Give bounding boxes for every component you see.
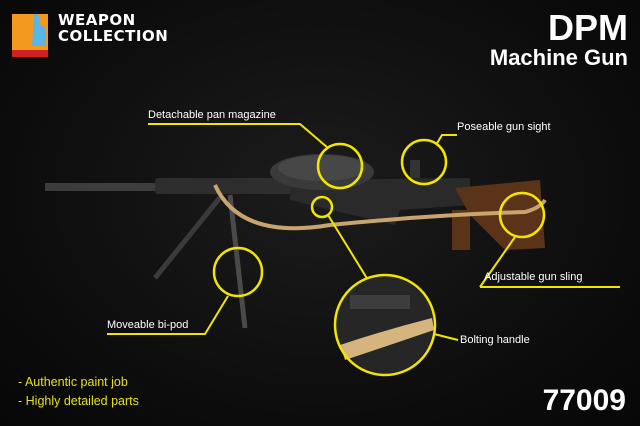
logo-line1: WEAPON [58, 11, 136, 29]
label-gun-sight: Poseable gun sight [457, 121, 551, 133]
feature-item: - Highly detailed parts [18, 394, 139, 408]
callout-circle-small [310, 195, 334, 219]
action-figure-logo [12, 14, 48, 57]
callout-circle-sight [400, 138, 448, 186]
callout-lines [107, 123, 620, 341]
logo-line2: COLLECTION [58, 27, 169, 45]
pistol-grip [452, 210, 470, 250]
product-title: DPM Machine Gun [490, 10, 628, 70]
bipod-leg [153, 193, 224, 280]
label-bolting-handle: Bolting handle [460, 334, 530, 346]
gun-sight [410, 160, 420, 178]
feature-item: - Authentic paint job [18, 375, 128, 389]
product-code: 77009 [542, 384, 626, 417]
bipod-leg [227, 194, 248, 329]
barrel-shroud [155, 178, 300, 194]
label-gun-sling: Adjustable gun sling [484, 271, 583, 283]
callout-circle-pan [316, 142, 364, 190]
callout-circle-bipod [212, 246, 264, 298]
receiver [290, 178, 470, 225]
callout-circle-sling [498, 191, 546, 239]
label-pan-magazine: Detachable pan magazine [148, 109, 276, 121]
brand-logo: WEAPON COLLECTION [58, 12, 168, 44]
title-line1: DPM [548, 7, 628, 48]
callout-circle-bolting [333, 273, 437, 377]
title-line2: Machine Gun [489, 45, 628, 70]
gun-sling [213, 184, 547, 231]
label-bipod: Moveable bi-pod [107, 319, 189, 331]
